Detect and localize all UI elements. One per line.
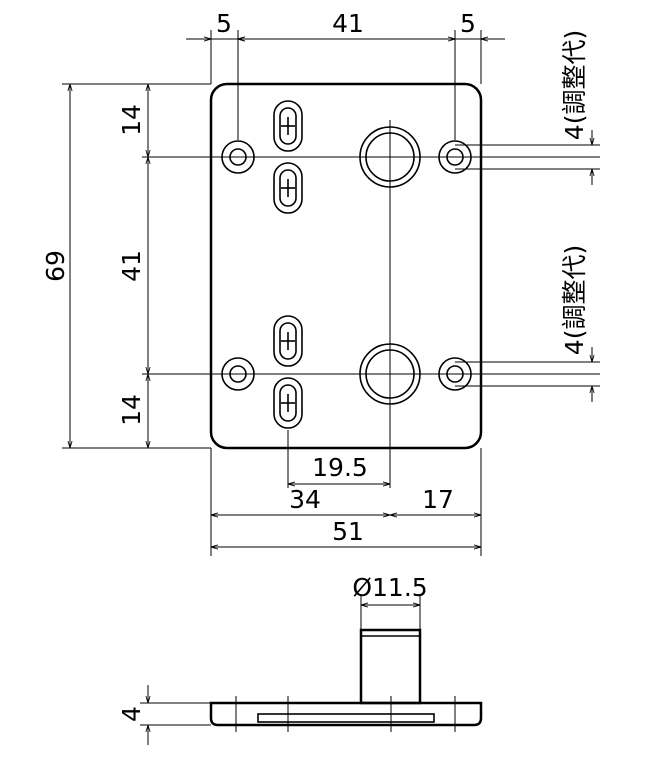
dim-34: 34 <box>289 485 321 514</box>
dim-adjust-top: 4(調整代) <box>560 30 589 140</box>
left-dimensions: 69 14 41 14 <box>41 83 211 449</box>
front-view <box>142 82 600 488</box>
bottom-dimensions: 19.5 34 17 51 <box>210 448 482 556</box>
side-view: Ø11.5 4 <box>117 573 483 745</box>
mounting-hole <box>221 357 255 391</box>
plate-outline <box>209 82 483 450</box>
dim-diameter: Ø11.5 <box>352 573 427 602</box>
slotted-screw <box>273 315 303 367</box>
dim-19-5: 19.5 <box>312 453 368 482</box>
dim-51: 51 <box>332 517 364 546</box>
right-dimensions: 4(調整代) 4(調整代) <box>455 30 600 402</box>
base-plate <box>209 701 483 727</box>
slotted-screw <box>273 100 303 152</box>
dim-top-left: 5 <box>216 9 232 38</box>
top-dimensions: 5 41 5 <box>186 9 505 140</box>
slotted-screw <box>273 162 303 214</box>
dim-top-mid: 41 <box>332 9 364 38</box>
dim-left-mid: 41 <box>117 250 146 282</box>
dim-adjust-bottom: 4(調整代) <box>560 245 589 355</box>
slotted-screw <box>273 377 303 429</box>
dim-left-overall: 69 <box>41 250 70 282</box>
boss-post <box>359 628 422 705</box>
mounting-hole <box>438 140 472 174</box>
dim-17: 17 <box>422 485 454 514</box>
mounting-hole <box>221 140 255 174</box>
mounting-hole <box>438 357 472 391</box>
dim-thickness: 4 <box>117 706 146 722</box>
dim-left-bottom: 14 <box>117 394 146 426</box>
dim-left-top: 14 <box>117 104 146 136</box>
dim-top-right: 5 <box>460 9 476 38</box>
